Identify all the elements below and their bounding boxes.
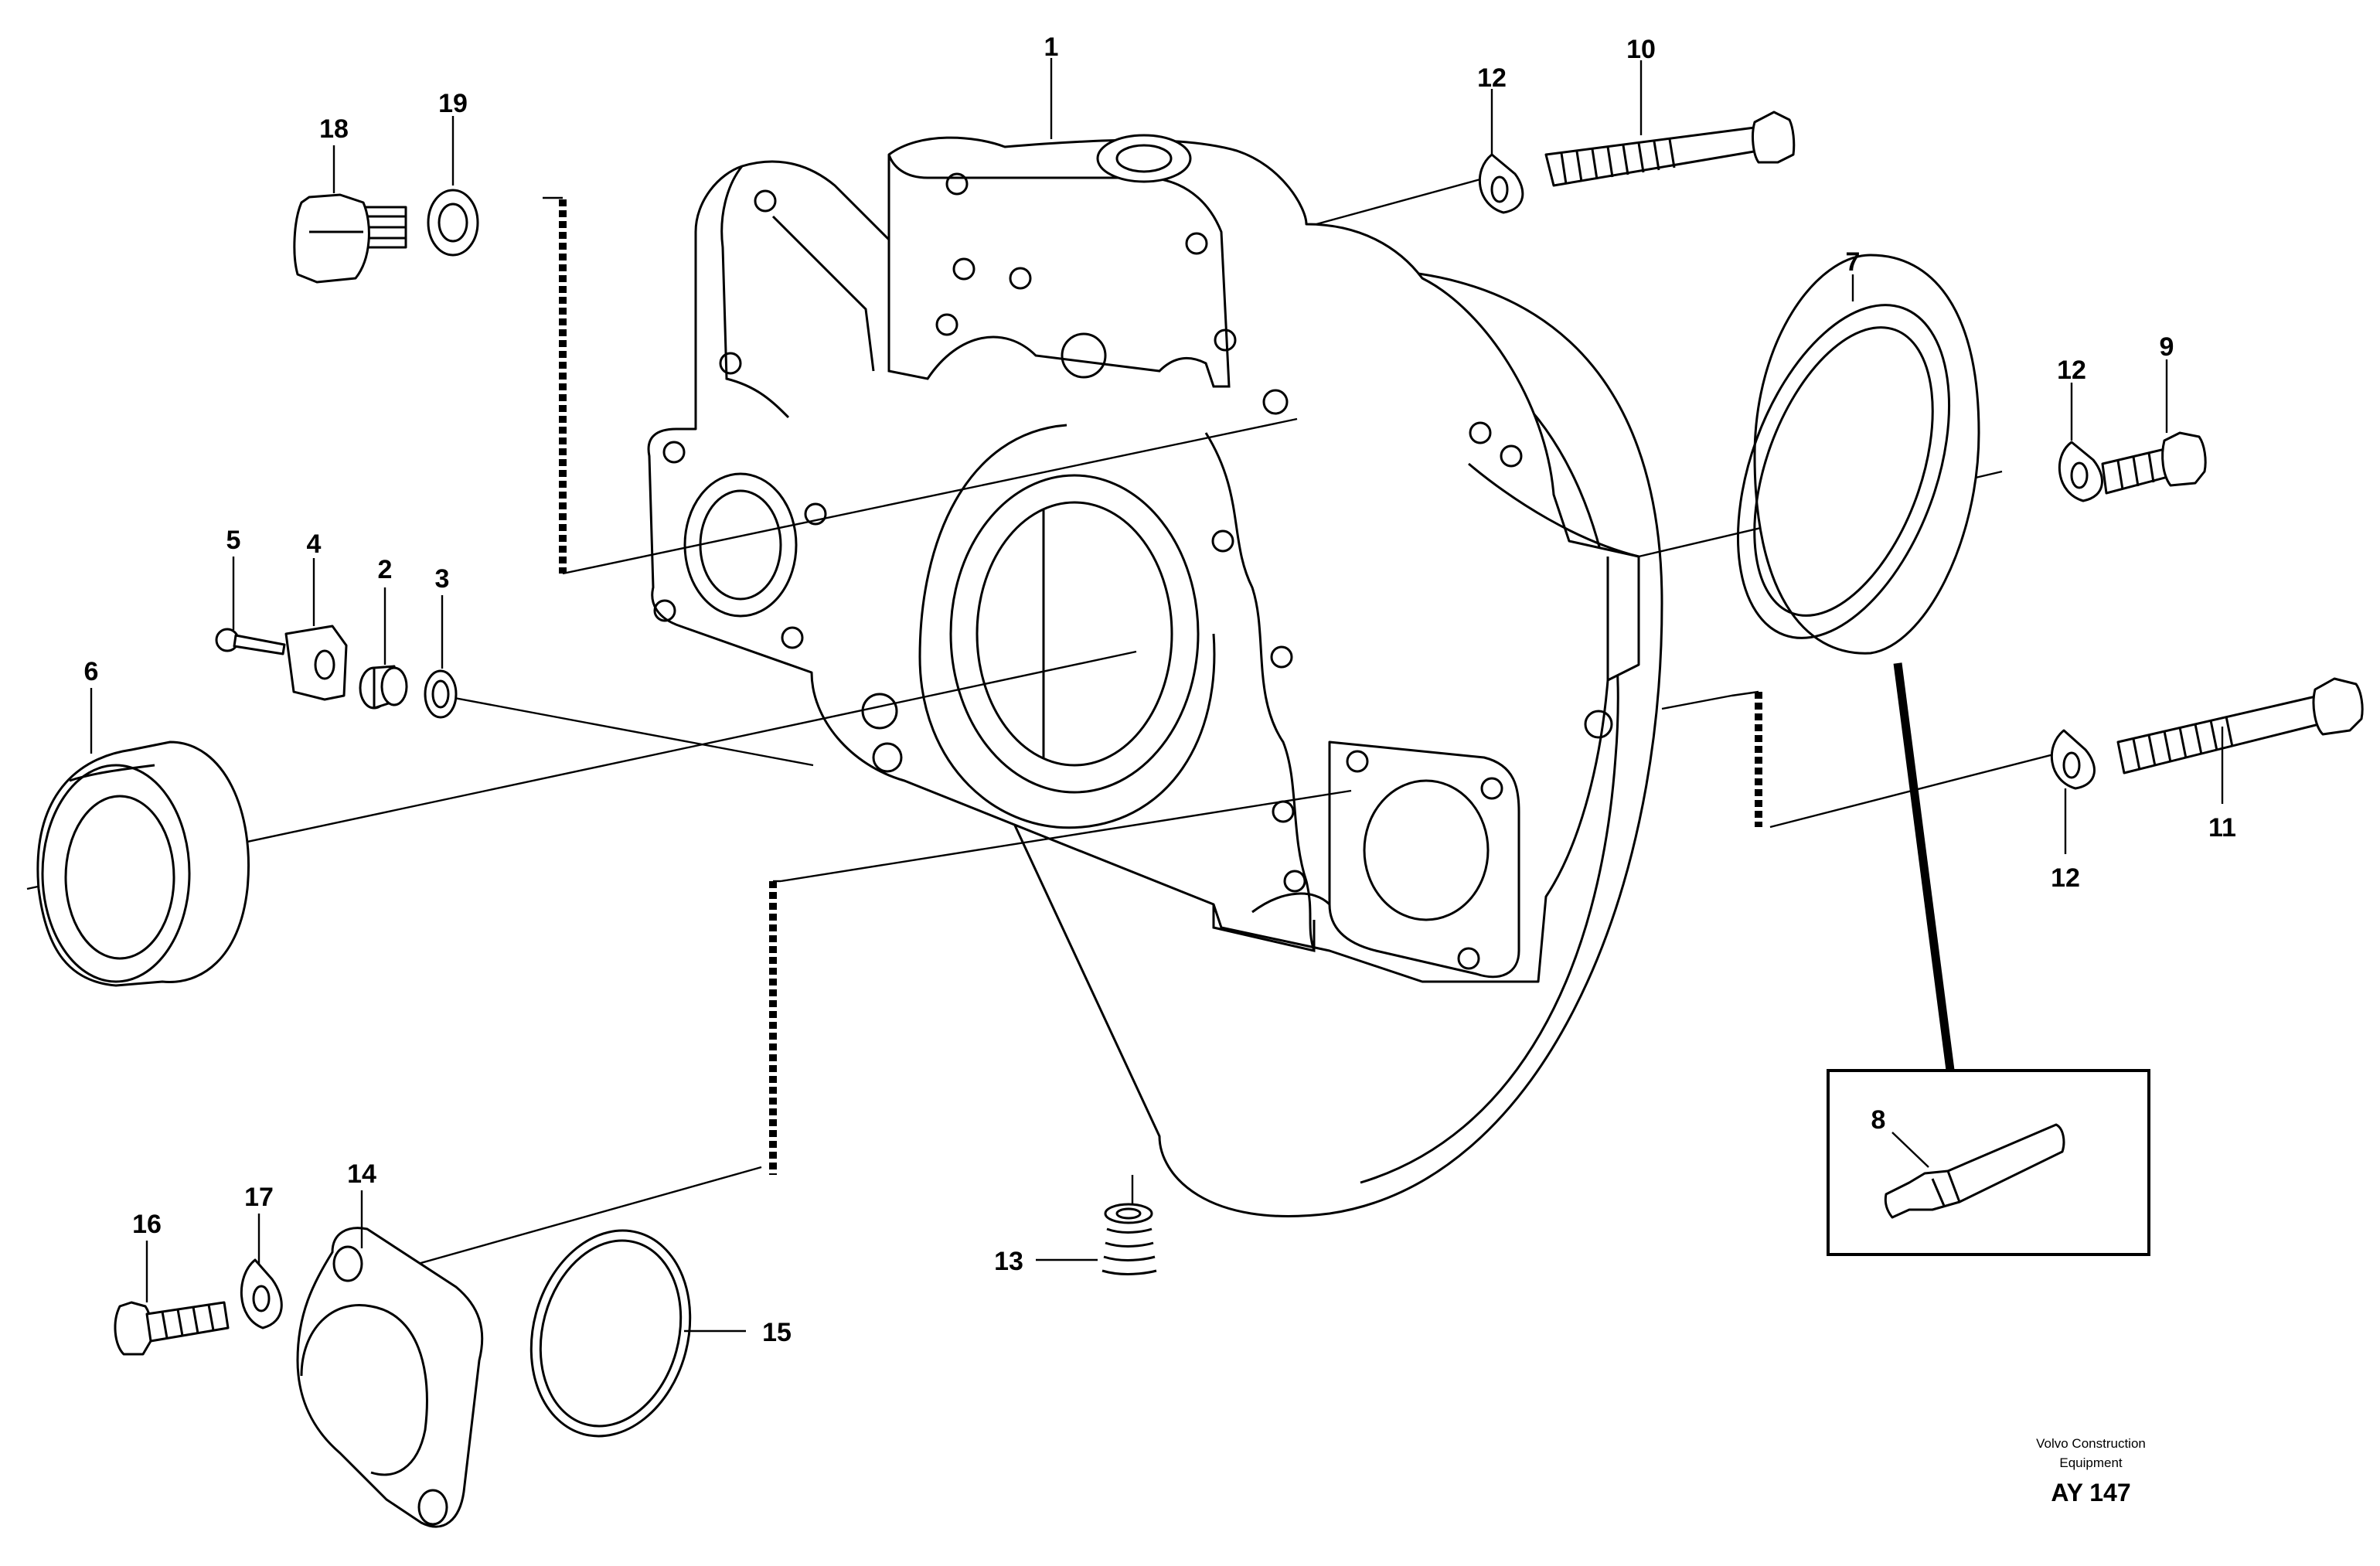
callout-3: 3 xyxy=(435,564,450,594)
callout-12-middle: 12 xyxy=(2057,356,2086,385)
callout-12-top: 12 xyxy=(1477,63,1507,93)
callout-2: 2 xyxy=(378,555,393,584)
callout-7: 7 xyxy=(1846,247,1861,277)
credit-block: Volvo Construction Equipment AY 147 xyxy=(2036,1436,2146,1506)
breather-13 xyxy=(1101,1203,1157,1275)
long-bolt-11 xyxy=(2116,677,2364,774)
credit-line-1: Volvo Construction xyxy=(2036,1436,2146,1451)
nipple-2 xyxy=(359,665,408,710)
callout-labels: 1 10 12 7 12 9 11 12 18 19 5 4 2 3 6 8 1… xyxy=(84,32,2236,1347)
bolt-16 xyxy=(114,1301,230,1356)
credit-line-2: Equipment xyxy=(2059,1455,2123,1470)
callout-6: 6 xyxy=(84,657,99,686)
callout-leaders xyxy=(90,58,2224,1333)
callout-19: 19 xyxy=(438,89,468,118)
short-bolt-9 xyxy=(2101,431,2207,495)
callout-5: 5 xyxy=(226,526,241,555)
hex-bolt-18 xyxy=(293,193,407,284)
callout-10: 10 xyxy=(1626,35,1656,64)
long-bolt-10 xyxy=(1544,111,1796,187)
callout-9: 9 xyxy=(2160,332,2174,362)
o-ring-15 xyxy=(529,1229,692,1438)
callout-14: 14 xyxy=(347,1159,376,1189)
washer-3 xyxy=(424,669,458,719)
lock-washer-17 xyxy=(240,1258,283,1329)
callout-1: 1 xyxy=(1044,32,1059,62)
sealant-inset xyxy=(1827,1069,2150,1256)
callout-8: 8 xyxy=(1871,1105,1886,1135)
flywheel-housing xyxy=(647,134,1663,1217)
callout-15: 15 xyxy=(762,1318,792,1347)
lock-washer-12-top xyxy=(1479,153,1524,214)
washer-19 xyxy=(427,189,479,257)
seal-ring-6 xyxy=(36,740,250,987)
drawing-code: AY 147 xyxy=(2051,1479,2130,1506)
cover-14 xyxy=(296,1227,484,1528)
lock-washer-12-middle xyxy=(2058,441,2103,502)
callout-12-bottom: 12 xyxy=(2051,863,2080,893)
callout-4: 4 xyxy=(307,529,322,559)
callout-11: 11 xyxy=(2208,813,2236,843)
seal-ring-7 xyxy=(1736,254,1980,655)
callout-17: 17 xyxy=(244,1183,274,1212)
clamp-4 xyxy=(284,625,348,701)
screw-5 xyxy=(215,628,286,655)
callout-16: 16 xyxy=(132,1210,162,1239)
callout-13: 13 xyxy=(994,1247,1023,1276)
lock-washer-12-bottom xyxy=(2051,729,2096,790)
callout-18: 18 xyxy=(319,114,349,144)
